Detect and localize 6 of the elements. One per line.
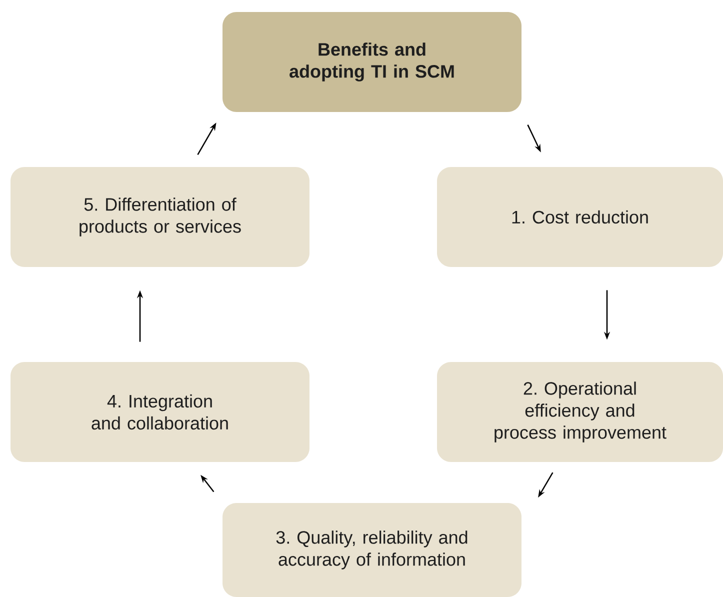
step-box: 5. Differentiation of products or services [10, 167, 310, 267]
step-box: 1. Cost reduction [437, 167, 723, 267]
step-box: 3. Quality, reliability and accuracy of information [222, 503, 522, 597]
step-box: 2. Operational efficiency and process improvement [437, 362, 723, 462]
title-box: Benefits and adopting TI in SCM [222, 12, 522, 112]
step-box: 4. Integration and collaboration [10, 362, 310, 462]
